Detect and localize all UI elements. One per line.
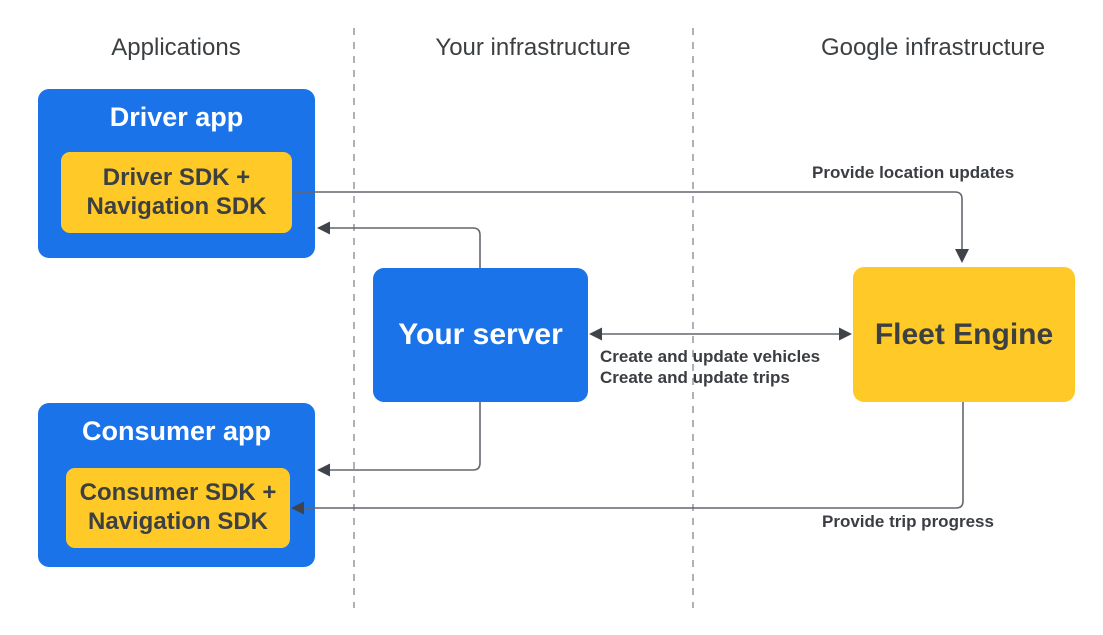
- edge-label-provide-trip-progress: Provide trip progress: [822, 512, 994, 531]
- edge-label-provide-location-updates: Provide location updates: [812, 163, 1015, 182]
- column-header-applications: Applications: [111, 34, 241, 61]
- consumer-app-node: Consumer app Consumer SDK + Navigation S…: [38, 403, 315, 567]
- arrowhead-into-your-server: [589, 327, 602, 341]
- fleet-engine-node: Fleet Engine: [853, 267, 1075, 402]
- arrowhead-into-driver-app: [317, 221, 330, 235]
- arrowhead-into-consumer-app: [317, 463, 330, 477]
- arrowhead-into-fleet-engine-left: [839, 327, 852, 341]
- edge-label-create-and-update: Create and update vehicles Create and up…: [600, 347, 821, 388]
- edge-your-server-to-consumer-app: [329, 402, 481, 471]
- column-header-google-infrastructure: Google infrastructure: [820, 34, 1046, 61]
- fleet-engine-title: Fleet Engine: [874, 317, 1054, 351]
- driver-sdk-node: Driver SDK + Navigation SDK: [61, 152, 292, 233]
- arrowhead-into-fleet-engine-top: [955, 249, 969, 263]
- edge-driver-sdk-to-fleet-engine: [293, 191, 963, 250]
- driver-app-title: Driver app: [109, 102, 244, 132]
- your-server-node: Your server: [373, 268, 588, 402]
- driver-app-node: Driver app Driver SDK + Navigation SDK: [38, 89, 315, 258]
- your-server-title: Your server: [398, 318, 563, 351]
- column-header-your-infrastructure: Your infrastructure: [435, 34, 631, 61]
- consumer-app-title: Consumer app: [81, 416, 272, 446]
- edge-fleet-engine-to-consumer-sdk: [304, 402, 964, 509]
- consumer-sdk-node: Consumer SDK + Navigation SDK: [66, 468, 290, 548]
- edge-your-server-to-driver-app: [329, 227, 481, 268]
